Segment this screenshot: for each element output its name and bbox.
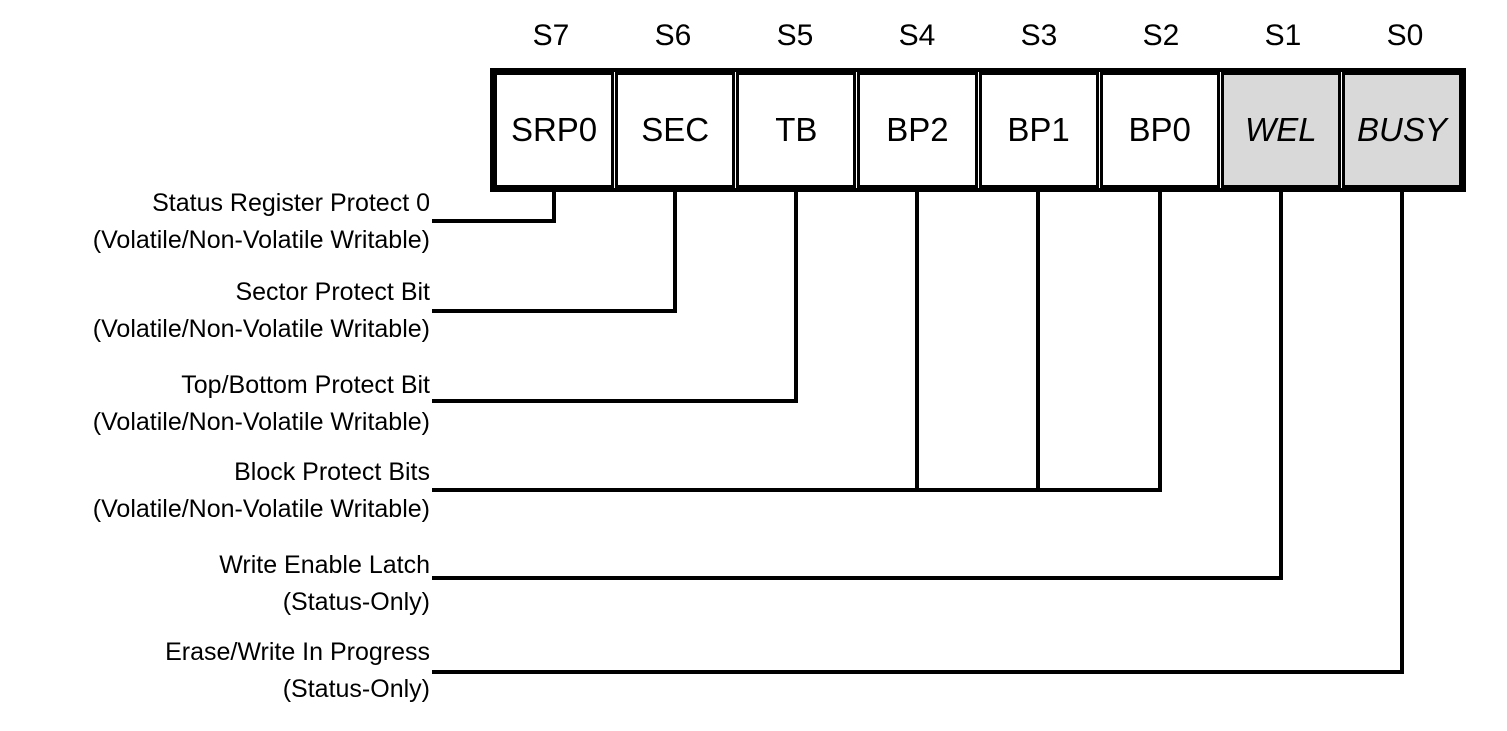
bit-position-s0: S0 [1386,19,1424,52]
connector-s7-srp0 [432,190,556,223]
connector-s1-wel [432,190,1283,580]
legend-subtitle: (Status-Only) [282,588,430,616]
legend-sector-protect-bit: Sector Protect Bit (Volatile/Non-Volatil… [0,274,430,348]
legend-title: Erase/Write In Progress [165,638,430,666]
legend-subtitle: (Volatile/Non-Volatile Writable) [92,495,430,523]
bit-cell-wel: WEL [1220,72,1341,188]
bit-position-s1: S1 [1264,19,1302,52]
legend-block-protect-bits: Block Protect Bits (Volatile/Non-Volatil… [0,454,430,528]
bit-cell-srp0: SRP0 [494,72,615,188]
bit-cell-tb: TB [736,72,857,188]
legend-title: Block Protect Bits [234,458,430,486]
legend-title: Top/Bottom Protect Bit [181,371,430,399]
legend-subtitle: (Volatile/Non-Volatile Writable) [92,226,430,254]
bit-cell-bp0: BP0 [1099,72,1220,188]
legend-status-register-protect-0: Status Register Protect 0 (Volatile/Non-… [0,185,430,259]
bit-cell-bp2: BP2 [857,72,978,188]
legend-subtitle: (Volatile/Non-Volatile Writable) [92,315,430,343]
bit-position-s2: S2 [1142,19,1180,52]
bit-position-s3: S3 [1020,19,1058,52]
register-box: SRP0 SEC TB BP2 BP1 BP0 WEL BUSY [490,68,1466,192]
legend-title: Write Enable Latch [219,551,430,579]
connector-s6-sec [432,190,677,313]
bit-position-s4: S4 [898,19,936,52]
bit-cell-sec: SEC [615,72,736,188]
legend-subtitle: (Volatile/Non-Volatile Writable) [92,408,430,436]
legend-title: Status Register Protect 0 [152,189,430,217]
bit-cell-bp1: BP1 [978,72,1099,188]
legend-write-enable-latch: Write Enable Latch (Status-Only) [0,547,430,621]
legend-top-bottom-protect-bit: Top/Bottom Protect Bit (Volatile/Non-Vol… [0,367,430,441]
connector-s5-tb [432,190,798,403]
legend-subtitle: (Status-Only) [282,675,430,703]
bit-position-s5: S5 [776,19,814,52]
bit-position-s6: S6 [654,19,692,52]
connector-s2-bp0 [432,190,1162,492]
connector-s0-busy [432,190,1404,674]
bit-position-row: S7 S6 S5 S4 S3 S2 S1 S0 [490,16,1466,56]
bit-position-s7: S7 [532,19,570,52]
legend-title: Sector Protect Bit [235,278,430,306]
bit-cell-busy: BUSY [1341,72,1462,188]
legend-erase-write-in-progress: Erase/Write In Progress (Status-Only) [0,634,430,708]
